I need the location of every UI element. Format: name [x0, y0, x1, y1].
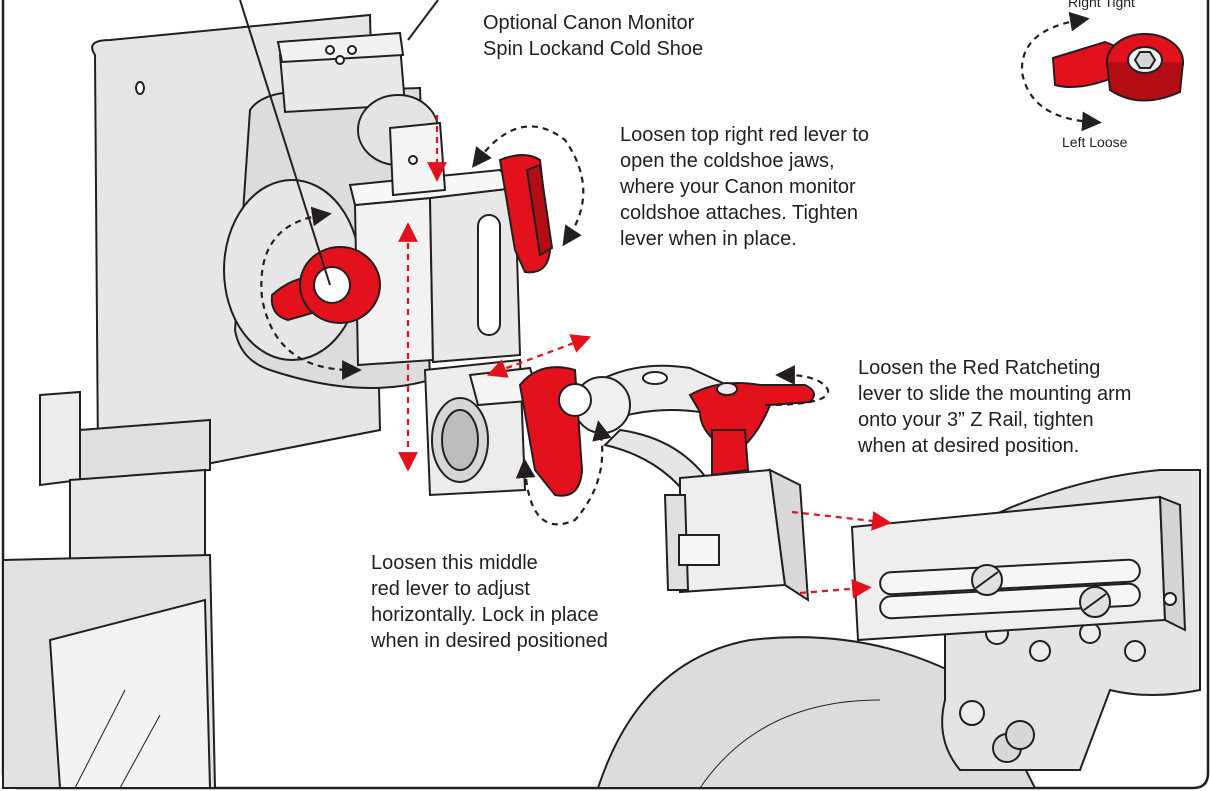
caption-spin-lock: Optional Canon Monitor Spin Lockand Cold…	[483, 12, 704, 60]
legend-lever	[1051, 33, 1184, 102]
leader-lines	[239, 0, 439, 286]
middle-lever	[518, 366, 592, 497]
caption-middle-lever: Loosen this middle red lever to adjust h…	[371, 552, 608, 652]
ratchet-lever	[688, 382, 815, 477]
motion-arrows	[398, 115, 892, 599]
legend-left-loose: Left Loose	[1062, 134, 1128, 150]
rotation-arrows	[260, 11, 1102, 526]
z-rail	[850, 495, 1187, 642]
canon-monitor	[2, 13, 439, 789]
rail-clamp	[663, 468, 810, 602]
legend-right-tight: Right Tight	[1068, 0, 1135, 10]
caption-coldshoe-jaws: Loosen top right red lever to open the c…	[620, 124, 870, 250]
caption-ratcheting-lever: Loosen the Red Ratcheting lever to slide…	[858, 357, 1132, 457]
